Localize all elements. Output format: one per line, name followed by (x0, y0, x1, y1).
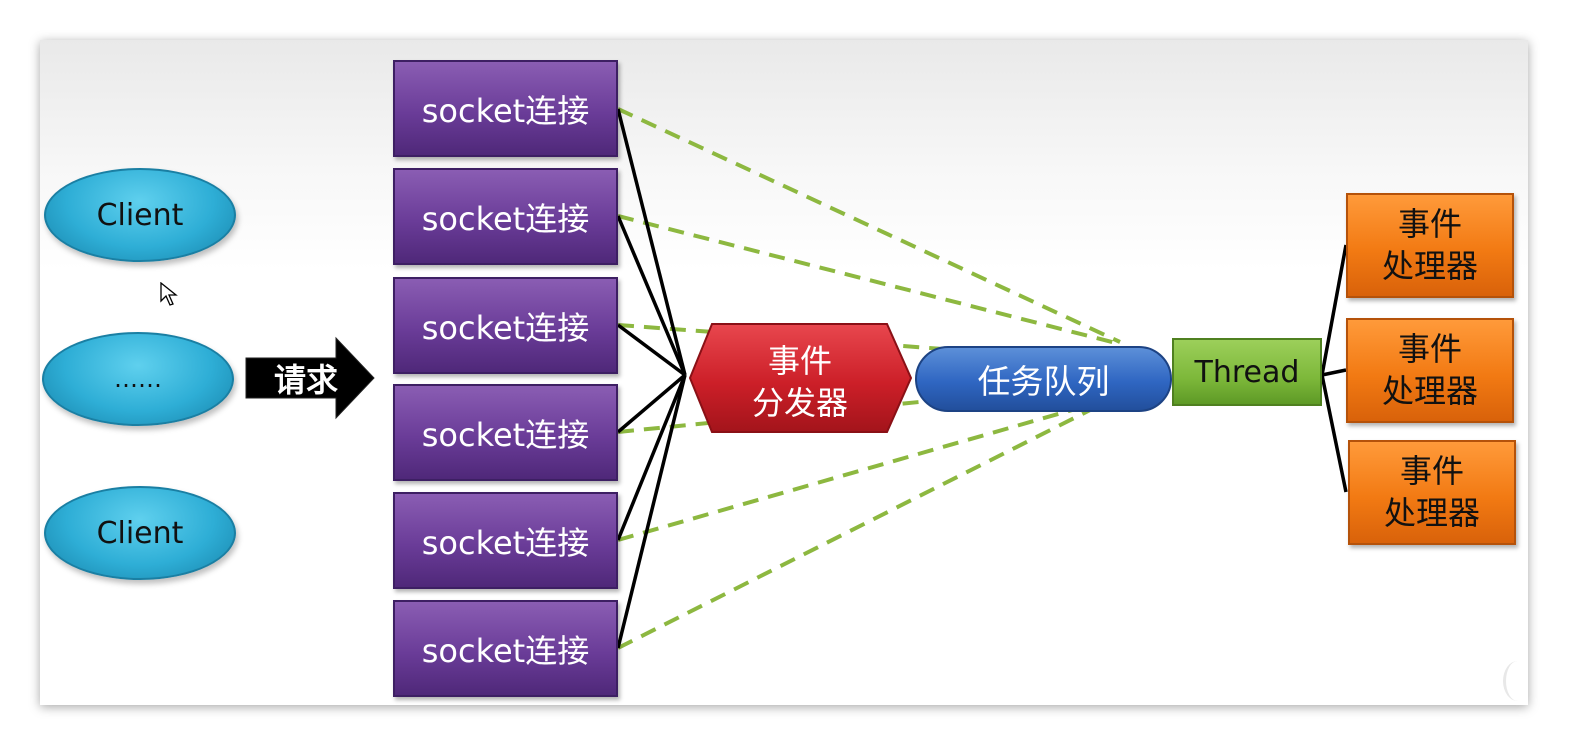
dashed-link-5 (617, 400, 1101, 542)
task-queue-label: 任务队列 (977, 362, 1110, 401)
request-label: 请求 (273, 361, 338, 399)
event-handler: 事件 处理器 (1348, 440, 1516, 545)
solid-link-5 (616, 374, 687, 541)
socket-connection: socket连接 (393, 492, 618, 589)
client-node: Client (44, 168, 236, 262)
socket-label: socket连接 (421, 91, 590, 130)
dashed-link-6 (617, 403, 1101, 650)
solid-link-1 (616, 108, 687, 376)
solid-link-2 (616, 215, 687, 376)
socket-label: socket连接 (421, 199, 590, 238)
solid-link-6 (616, 374, 687, 649)
socket-label: socket连接 (421, 308, 590, 347)
dashed-link-1 (617, 107, 1121, 344)
socket-label: socket连接 (421, 415, 590, 454)
socket-connection: socket连接 (393, 168, 618, 265)
handler-label-line1: 事件 (1397, 204, 1462, 243)
client-label: Client (96, 197, 184, 233)
socket-connection: socket连接 (393, 600, 618, 697)
client-label: Client (96, 515, 184, 551)
handler-link-3 (1320, 374, 1348, 493)
dashed-link-2 (617, 214, 1121, 346)
handler-label-line2: 处理器 (1381, 246, 1478, 285)
diagram-slide: Client …… Client 请求 socket连接 socket连接 so… (40, 40, 1528, 705)
socket-connection: socket连接 (393, 60, 618, 157)
socket-label: socket连接 (421, 631, 590, 670)
handler-label-line2: 处理器 (1383, 493, 1480, 532)
socket-label: socket连接 (421, 523, 590, 562)
handler-label-line2: 处理器 (1381, 371, 1478, 410)
event-handler: 事件 处理器 (1346, 318, 1514, 423)
corner-decoration (1503, 661, 1528, 701)
socket-connection: socket连接 (393, 277, 618, 374)
solid-link-3 (616, 323, 687, 377)
dispatcher-label-line1: 事件 (767, 342, 832, 381)
thread-label: Thread (1194, 354, 1300, 390)
request-arrow (245, 336, 375, 420)
handler-label-line1: 事件 (1399, 451, 1464, 490)
dispatcher-label-line2: 分发器 (751, 384, 848, 422)
dispatcher-hexagon (688, 323, 913, 433)
client-ellipsis-node: …… (42, 332, 234, 426)
thread-node: Thread (1172, 338, 1322, 406)
mouse-cursor-icon (160, 282, 178, 306)
handler-label-line1: 事件 (1397, 329, 1462, 368)
handler-link-1 (1320, 244, 1348, 376)
event-handler: 事件 处理器 (1346, 193, 1514, 298)
socket-connection: socket连接 (393, 384, 618, 481)
handler-link-2 (1321, 368, 1347, 377)
task-queue: 任务队列 (915, 346, 1172, 412)
client-node: Client (44, 486, 236, 580)
client-ellipsis-label: …… (114, 365, 162, 393)
solid-link-4 (616, 373, 687, 434)
dispatcher-label: 事件 分发器 (690, 328, 910, 438)
